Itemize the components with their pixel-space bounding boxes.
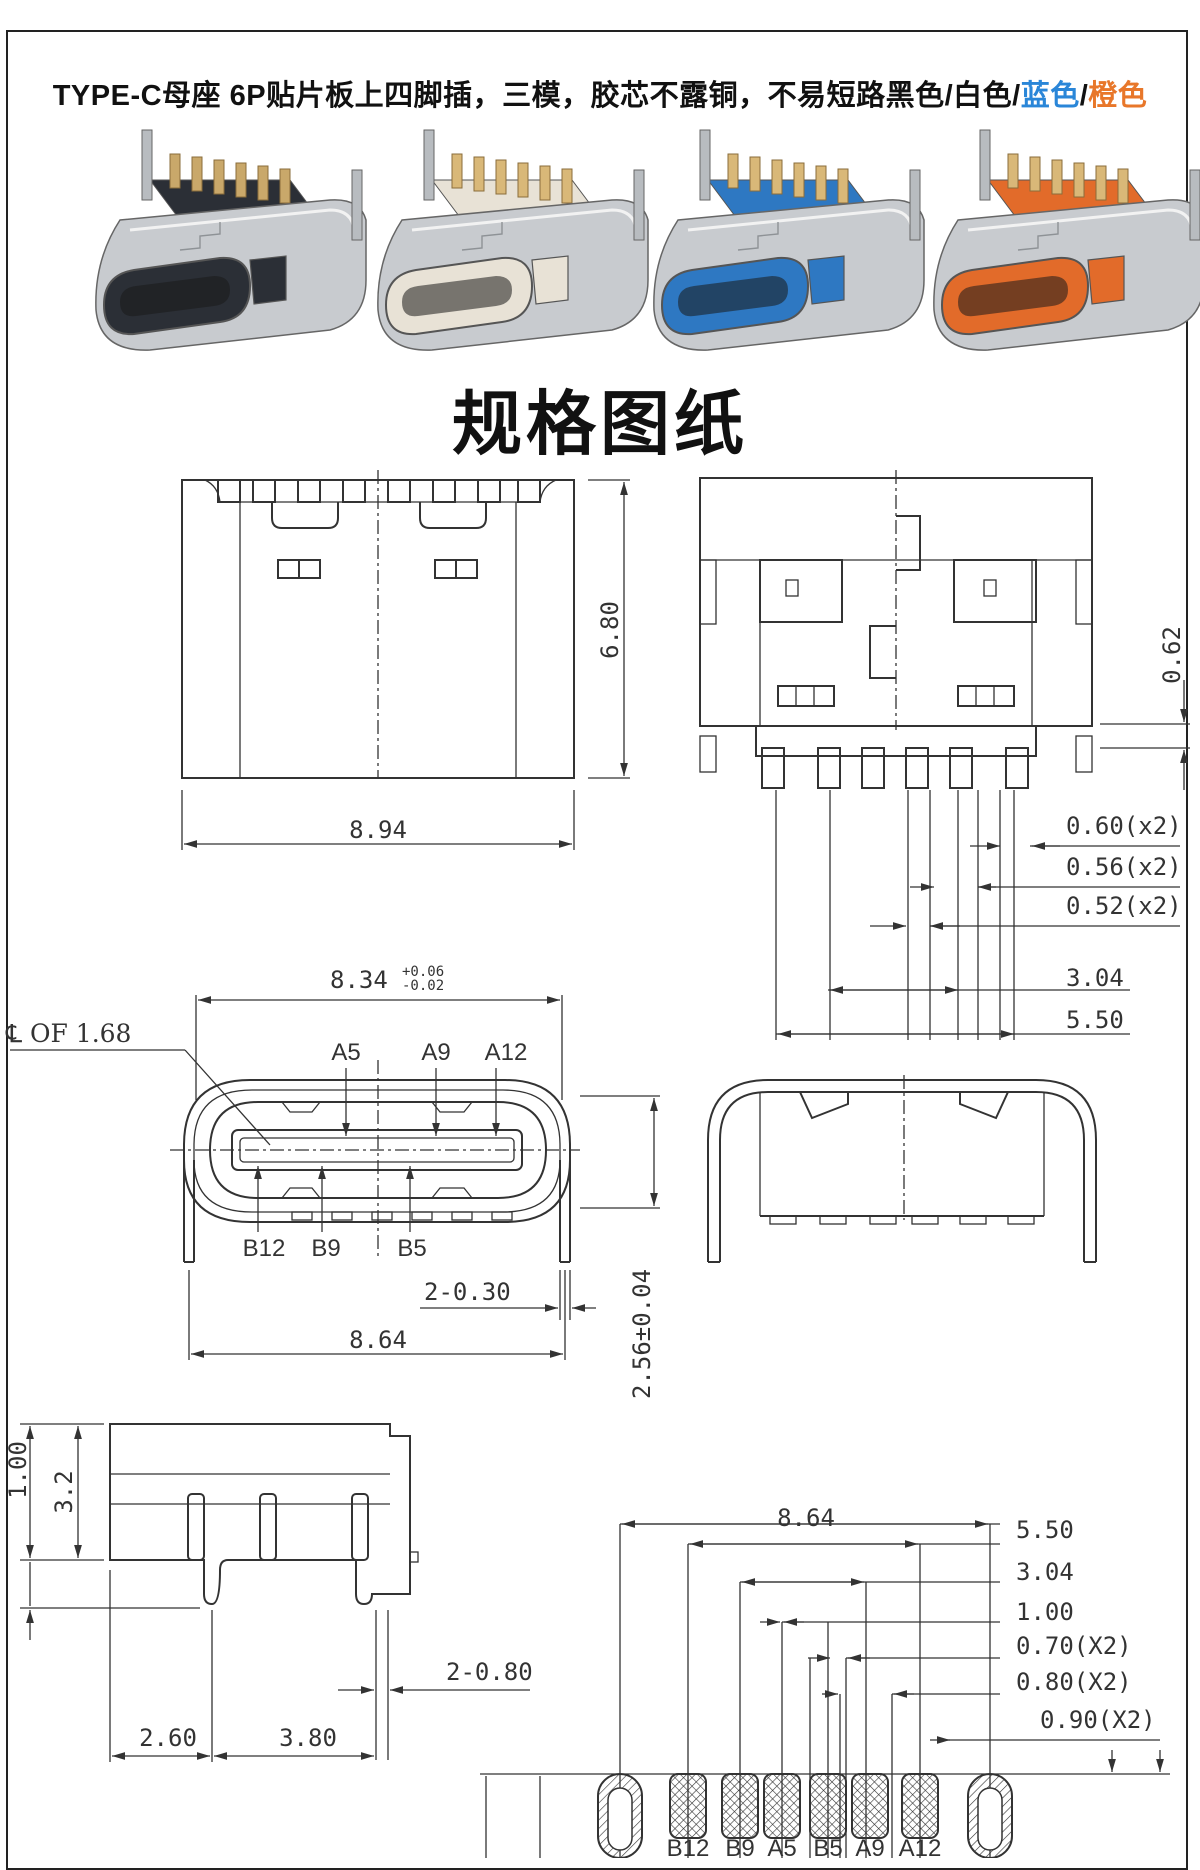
product-photos [95, 129, 1200, 351]
bottom-view: 0.62 0.60(x2) 0.56(x2) 0.52(x2) 3.04 5.5… [699, 470, 1190, 1040]
dim-32: 3.2 [50, 1470, 78, 1513]
side-pin [861, 747, 885, 789]
fp-pad-label: A12 [899, 1835, 942, 1858]
fp-dim-070: 0.70(X2) [1016, 1632, 1132, 1660]
pin-label-a9: A9 [421, 1039, 450, 1066]
rear-view [707, 1075, 1097, 1263]
fp-pad-label: A9 [855, 1835, 884, 1858]
dim-062: 0.62 [1158, 626, 1186, 684]
centerline-note: ℄ OF 1.68 [5, 1019, 131, 1048]
pin-label-a12: A12 [485, 1039, 528, 1066]
dim-052: 0.52(x2) [1066, 892, 1182, 920]
connector-photo-black [95, 129, 367, 351]
fp-dim-080: 0.80(X2) [1016, 1668, 1132, 1696]
connector-photo-blue [653, 129, 925, 351]
dim-834-upper: +0.06 [402, 964, 444, 980]
dim-834: 8.34 [330, 966, 388, 994]
connector-photo-white [377, 129, 649, 351]
headline-blue: 蓝色 [1020, 80, 1080, 112]
dim-top-height: 6.80 [596, 601, 624, 659]
fp-dim-304: 3.04 [1016, 1558, 1074, 1586]
pin-label-a5: A5 [331, 1039, 360, 1066]
dim-2-080: 2-0.80 [446, 1658, 533, 1686]
fp-dim-090: 0.90(X2) [1040, 1706, 1156, 1734]
dim-top-width: 8.94 [349, 816, 407, 844]
fp-pad-label: B12 [667, 1835, 710, 1858]
headline-main: TYPE-C母座 6P贴片板上四脚插，三模，胶芯不露铜，不易短路黑色/白色/ [52, 80, 1021, 112]
side-pin [761, 747, 785, 789]
fp-dim-864: 8.64 [777, 1504, 835, 1532]
dim-260: 2.60 [139, 1724, 197, 1752]
dim-256: 2.56±0.04 [628, 1269, 656, 1399]
dim-2-030: 2-0.30 [424, 1278, 511, 1306]
pin-label-b9: B9 [311, 1235, 340, 1262]
pin-label-b12: B12 [243, 1235, 286, 1262]
fp-pad-label: A5 [767, 1835, 796, 1858]
dim-550: 5.50 [1066, 1006, 1124, 1034]
pcb-footprint: 8.64 5.50 3.04 1.00 0.70(X2) 0.80(X2) 0.… [480, 1504, 1170, 1858]
fp-pad-label: B5 [813, 1835, 842, 1858]
side-pin [1005, 747, 1029, 789]
fp-dim-550: 5.50 [1016, 1516, 1074, 1544]
dim-864-front: 8.64 [349, 1326, 407, 1354]
fp-pad-label: B9 [725, 1835, 754, 1858]
dim-304: 3.04 [1066, 964, 1124, 992]
side-pin [905, 747, 929, 789]
dim-380: 3.80 [279, 1724, 337, 1752]
pin-label-b5: B5 [397, 1235, 426, 1262]
top-view: 8.94 6.80 [181, 470, 630, 850]
dim-060: 0.60(x2) [1066, 812, 1182, 840]
dim-834-lower: -0.02 [402, 978, 444, 994]
dim-100-profile: 1.00 [4, 1441, 32, 1499]
spec-drawing-title: 规格图纸 [452, 385, 748, 463]
side-pin [817, 747, 841, 789]
side-pin [949, 747, 973, 789]
product-headline: TYPE-C母座 6P贴片板上四脚插，三模，胶芯不露铜，不易短路黑色/白色/蓝色… [0, 72, 1200, 114]
fp-dim-100: 1.00 [1016, 1598, 1074, 1626]
profile-view: 3.2 1.00 2-0.80 2.60 3.80 [4, 1423, 533, 1762]
headline-slash: / [1079, 80, 1089, 112]
dim-056: 0.56(x2) [1066, 853, 1182, 881]
connector-photo-orange [933, 129, 1200, 351]
headline-orange: 橙色 [1088, 80, 1148, 112]
front-view: 8.34 +0.06 -0.02 ℄ OF 1.68 [5, 964, 660, 1399]
